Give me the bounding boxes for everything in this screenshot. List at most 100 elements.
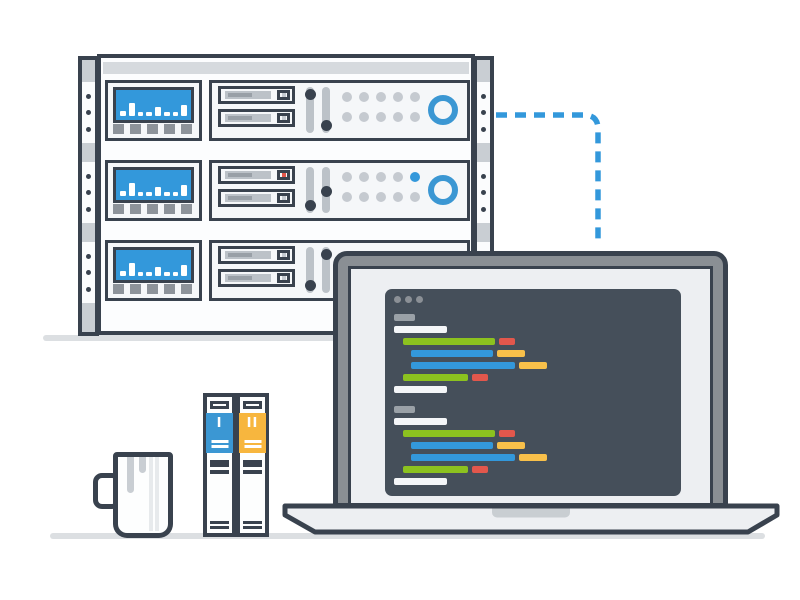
eject-button (277, 170, 290, 180)
display-button (147, 124, 158, 134)
code-line (403, 338, 677, 345)
slider-knob (304, 280, 316, 291)
bay-led (281, 276, 286, 280)
binder-handle-slot (210, 401, 229, 409)
rail-screw (481, 173, 486, 179)
code-blank-line (394, 398, 677, 406)
bay-led (281, 93, 286, 97)
display-chart-bar (120, 271, 126, 276)
window-control-dots (394, 296, 423, 303)
drive-bay-2 (218, 269, 295, 287)
rack-rail-left (78, 56, 99, 336)
display-buttons (113, 284, 192, 294)
code-token-codeWhite (394, 326, 447, 333)
display-chart-bar (172, 192, 179, 196)
status-led (393, 172, 403, 182)
eject-button (277, 193, 290, 203)
binder-text-bar (243, 460, 262, 467)
code-token-codeWhite (394, 418, 447, 425)
drive-panel (209, 160, 470, 221)
display-chart-bar (137, 112, 144, 116)
display-button (130, 284, 141, 294)
display-chart-bar (155, 187, 161, 196)
laptop-base-notch (492, 508, 570, 518)
code-token-red (499, 338, 515, 345)
code-line (411, 362, 677, 369)
binder-text-bar (243, 470, 262, 474)
bay-led (281, 116, 286, 120)
rail-screw (86, 206, 91, 212)
rail-screw (86, 286, 91, 292)
eject-button (277, 90, 290, 100)
code-token-red (499, 430, 515, 437)
code-line (403, 466, 677, 473)
display-chart-bar (155, 267, 161, 276)
laptop-base (282, 503, 780, 535)
code-token-green (403, 430, 495, 437)
code-line (394, 418, 677, 425)
display-buttons (113, 204, 192, 214)
rail-screw (481, 190, 486, 195)
code-line (394, 326, 677, 333)
display-button (130, 204, 141, 214)
code-line (403, 430, 677, 437)
rail-mount-block (477, 143, 490, 162)
level-slider-2 (320, 167, 332, 213)
slider-knob (320, 249, 332, 260)
slider-knob (304, 200, 316, 211)
status-led (410, 192, 420, 202)
display-buttons (113, 124, 192, 134)
display-button (181, 124, 192, 134)
binder-2: II (236, 393, 269, 537)
status-led (410, 112, 420, 122)
code-token-blue (411, 362, 515, 369)
display-chart-bar (137, 272, 144, 276)
mug-highlight (155, 457, 159, 531)
display-bar-chart (120, 263, 187, 276)
code-line (394, 478, 677, 485)
code-token-yellow (519, 362, 547, 369)
binder-text-bar (210, 460, 229, 467)
rail-screw-section (82, 242, 95, 303)
display-bar-chart (120, 183, 187, 196)
code-token-blue (411, 454, 515, 461)
status-led (342, 192, 352, 202)
display-button (113, 284, 124, 294)
rail-screw (86, 173, 91, 179)
code-line (394, 406, 677, 413)
display-button (164, 204, 175, 214)
code-line (403, 374, 677, 381)
code-token-red (472, 466, 488, 473)
status-led (393, 112, 403, 122)
drive-bay-2 (218, 109, 295, 127)
display-chart-bar (163, 272, 170, 276)
display-button (164, 124, 175, 134)
laptop-lid (333, 251, 728, 508)
display-chart-bar (146, 192, 152, 196)
rail-screw (86, 126, 91, 132)
level-slider-2 (320, 87, 332, 133)
eject-button (277, 273, 290, 283)
eject-button (277, 113, 290, 123)
server-unit-2 (103, 160, 470, 221)
code-token-blue (411, 350, 493, 357)
status-led (410, 92, 420, 102)
slider-knob (304, 89, 316, 100)
display-chart-bar (146, 272, 152, 276)
rail-screw-section (82, 162, 95, 223)
bay-led (281, 196, 286, 200)
rail-mount-block (82, 303, 95, 332)
display-panel (105, 240, 202, 301)
rail-screw (481, 110, 486, 115)
rail-screw-section (477, 82, 490, 143)
display-button (147, 204, 158, 214)
rail-screw (481, 93, 486, 99)
status-led (376, 92, 386, 102)
rail-screw (481, 126, 486, 132)
code-token-codeWhite (394, 478, 447, 485)
level-slider-2 (320, 247, 332, 293)
binder-numeral: I (216, 416, 223, 431)
window-dot (394, 296, 401, 303)
rail-screw (86, 190, 91, 195)
binder-1: I (203, 393, 236, 537)
